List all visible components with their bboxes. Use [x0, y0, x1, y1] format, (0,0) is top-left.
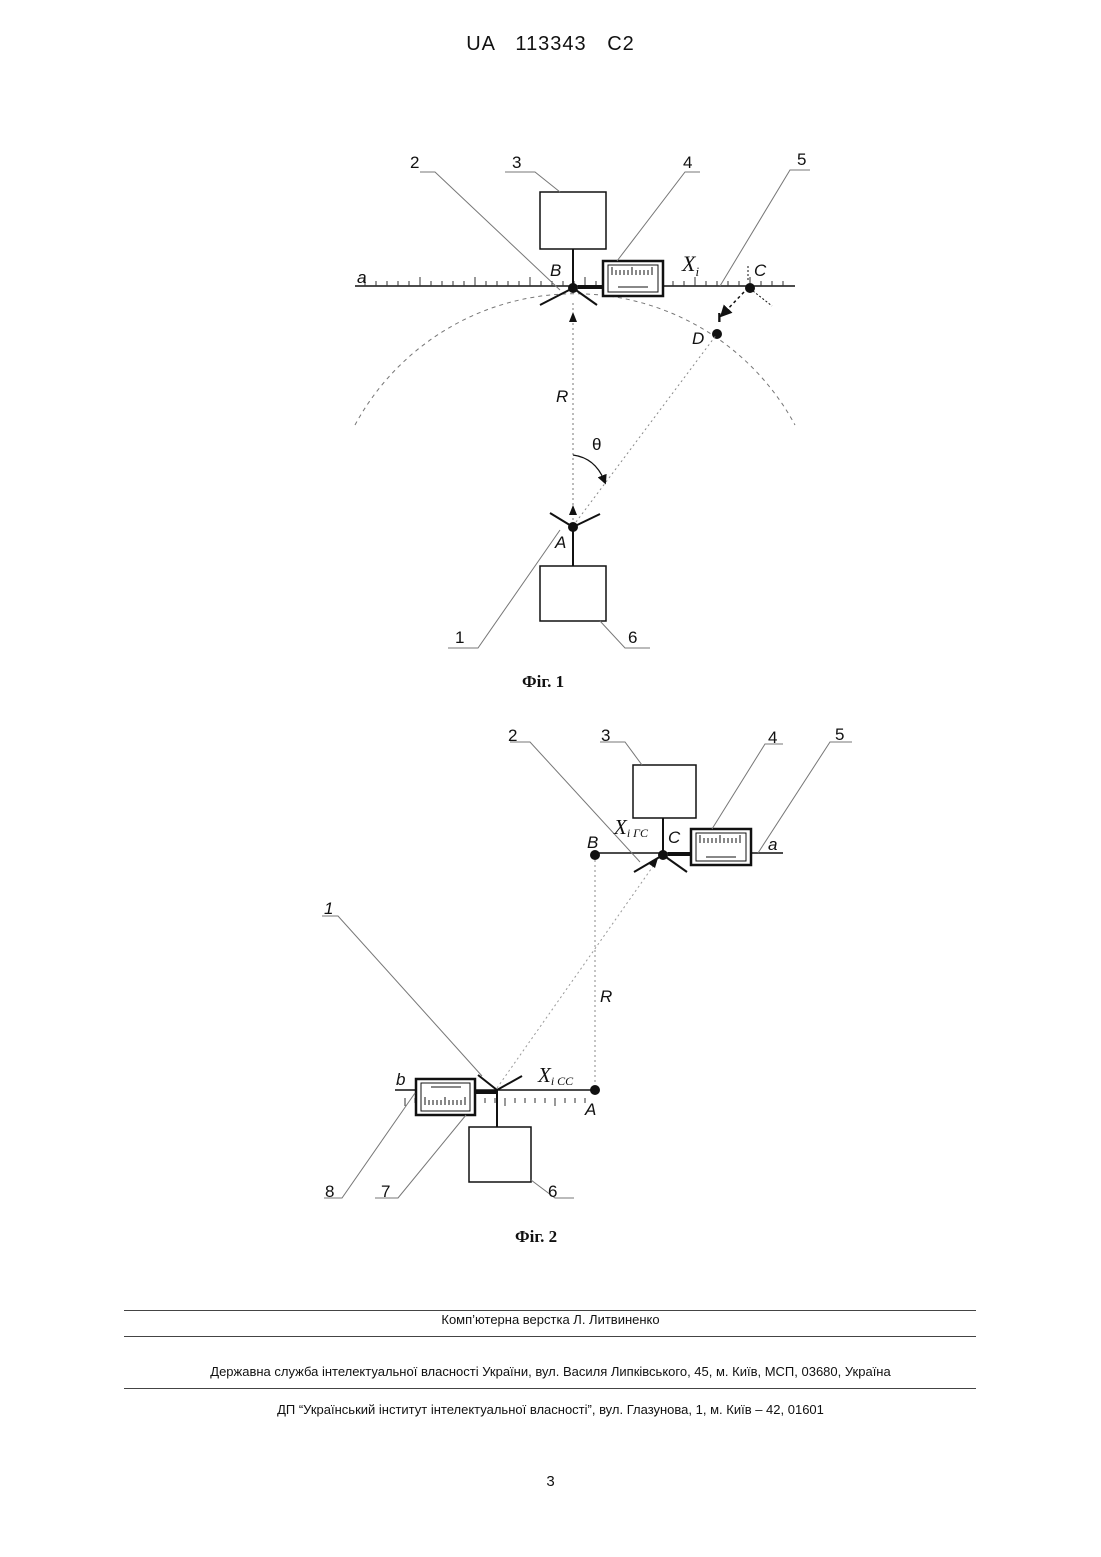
fig1-ref-1: 1 [455, 628, 464, 647]
fig2-ref-5: 5 [835, 725, 844, 744]
fig1-ref-2: 2 [410, 153, 419, 172]
fig1-radius-arc [355, 294, 795, 425]
fig1-leader-4 [617, 172, 700, 261]
fig2-label-b: B [587, 833, 598, 852]
agency-address: Державна служба інтелектуальної власност… [0, 1364, 1101, 1379]
page-number: 3 [0, 1473, 1101, 1490]
footer-rule-middle [124, 1336, 976, 1337]
fig1-antenna-b [540, 288, 573, 305]
fig2-axis-label-b: b [396, 1070, 405, 1089]
fig2-ref-3: 3 [601, 726, 610, 745]
fig2-point-a [590, 1085, 600, 1095]
fig2-leader-4 [712, 744, 783, 829]
fig1-label-theta: θ [592, 435, 601, 454]
fig2-label-c: C [668, 828, 681, 847]
fig1-leader-2 [420, 172, 560, 290]
fig2-ref-6: 6 [548, 1182, 557, 1201]
fig2-link-line [497, 862, 656, 1088]
fig1-point-b [568, 283, 578, 293]
fig1-label-d: D [692, 329, 704, 348]
fig2-label-x-ss: Xі СС [537, 1063, 574, 1088]
fig2-block-3 [633, 765, 696, 818]
fig1-ref-4: 4 [683, 153, 692, 172]
fig2-ref-4: 4 [768, 728, 777, 747]
fig1-leader-6 [600, 621, 650, 648]
fig1-label-xi: Xi [681, 251, 699, 279]
fig1-caption: Фіг. 1 [522, 672, 564, 691]
fig1-ad-line [573, 334, 717, 526]
fig1-ref-5: 5 [797, 150, 806, 169]
fig2-point-c [658, 850, 668, 860]
fig1-label-r-small: r [717, 307, 724, 326]
fig2-antenna-1 [478, 1075, 497, 1090]
fig2-caption: Фіг. 2 [515, 1227, 557, 1246]
fig1-block-4 [603, 261, 663, 296]
fig1-label-b: B [550, 261, 561, 280]
fig2-block-6 [469, 1127, 531, 1182]
fig2-ref-2: 2 [508, 726, 517, 745]
footer-rule-top [124, 1310, 976, 1311]
fig2-axis-label-a: a [768, 835, 777, 854]
fig1-axis-label-a: a [357, 268, 366, 287]
footer-rule-bottom [124, 1388, 976, 1389]
fig1-label-c: C [754, 261, 767, 280]
fig2-ref-8: 8 [325, 1182, 334, 1201]
fig2-leader-3 [600, 742, 642, 765]
fig2-ref-7: 7 [381, 1182, 390, 1201]
fig1-ref-3: 3 [512, 153, 521, 172]
institute-address: ДП “Український інститут інтелектуальної… [0, 1402, 1101, 1417]
fig2-label-r: R [600, 987, 612, 1006]
fig1-block-6 [540, 566, 606, 621]
fig1-drawing: 2 3 4 5 1 6 a B C D A R θ r Xi [355, 150, 810, 648]
fig1-label-r: R [556, 387, 568, 406]
fig1-leader-3 [505, 172, 560, 192]
fig2-leader-1 [322, 916, 482, 1076]
fig1-ref-6: 6 [628, 628, 637, 647]
fig2-drawing: 2 3 4 5 1 8 7 6 B C a b A R Xі ГС Xі СС [322, 725, 852, 1201]
fig2-leader-8 [324, 1093, 415, 1198]
fig2-block-4 [691, 829, 751, 865]
fig1-theta-arc [573, 455, 604, 480]
fig1-label-a: A [554, 533, 566, 552]
fig2-label-a: A [584, 1100, 596, 1119]
fig1-block-3 [540, 192, 606, 249]
fig2-ref-1: 1 [324, 899, 333, 918]
fig2-antenna-c [634, 855, 663, 872]
layout-credit: Комп’ютерна верстка Л. Литвиненко [0, 1312, 1101, 1327]
fig2-leader-2 [510, 742, 640, 862]
